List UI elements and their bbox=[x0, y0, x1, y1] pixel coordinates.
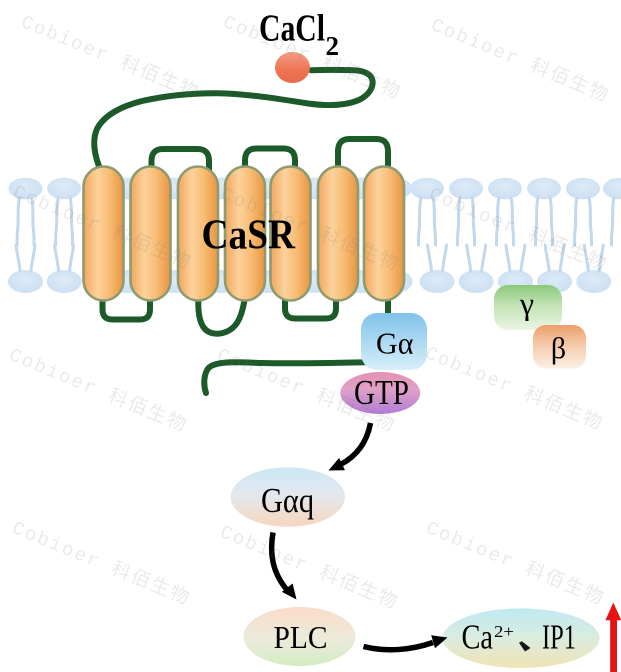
svg-text:2: 2 bbox=[326, 31, 340, 61]
svg-text:Gαq: Gαq bbox=[261, 481, 314, 520]
svg-text:Cobioer 科佰生物: Cobioer 科佰生物 bbox=[9, 516, 194, 610]
svg-text:GTP: GTP bbox=[354, 373, 409, 412]
svg-text:β: β bbox=[551, 332, 566, 365]
svg-text:Cobioer 科佰生物: Cobioer 科佰生物 bbox=[428, 13, 613, 107]
svg-text:CaCl: CaCl bbox=[259, 8, 325, 50]
svg-text:IP1: IP1 bbox=[542, 618, 576, 657]
svg-text:γ: γ bbox=[519, 285, 534, 321]
svg-text:Cobioer 科佰生物: Cobioer 科佰生物 bbox=[217, 520, 402, 614]
svg-text:Gα: Gα bbox=[376, 326, 414, 361]
svg-text:Ca: Ca bbox=[462, 618, 494, 657]
svg-text:2+: 2+ bbox=[494, 622, 514, 641]
svg-text:CaSR: CaSR bbox=[202, 213, 296, 259]
svg-text:PLC: PLC bbox=[274, 619, 328, 655]
svg-text:Cobioer 科佰生物: Cobioer 科佰生物 bbox=[6, 343, 191, 437]
svg-text:Cobioer 科佰生物: Cobioer 科佰生物 bbox=[18, 10, 203, 104]
svg-text:Cobioer 科佰生物: Cobioer 科佰生物 bbox=[423, 516, 608, 610]
